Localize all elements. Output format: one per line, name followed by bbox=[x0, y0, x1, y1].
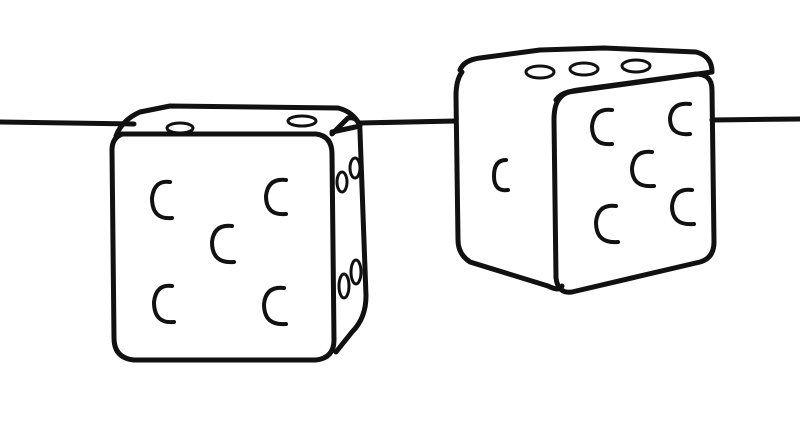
right-die bbox=[453, 45, 717, 295]
right-die-left-face bbox=[453, 69, 565, 292]
left-die-right-pips bbox=[335, 156, 363, 300]
left-die-right-face bbox=[329, 115, 369, 355]
right-die-left-pip bbox=[492, 158, 510, 193]
right-die-top-pips bbox=[524, 58, 652, 80]
left-die bbox=[109, 103, 369, 363]
right-die-front-pips bbox=[590, 101, 696, 245]
table-edge-line bbox=[0, 116, 800, 127]
left-die-top-pips bbox=[165, 114, 318, 135]
right-die-front-face bbox=[551, 71, 717, 295]
left-die-front-face bbox=[109, 131, 337, 363]
left-die-front-pips bbox=[150, 177, 288, 327]
